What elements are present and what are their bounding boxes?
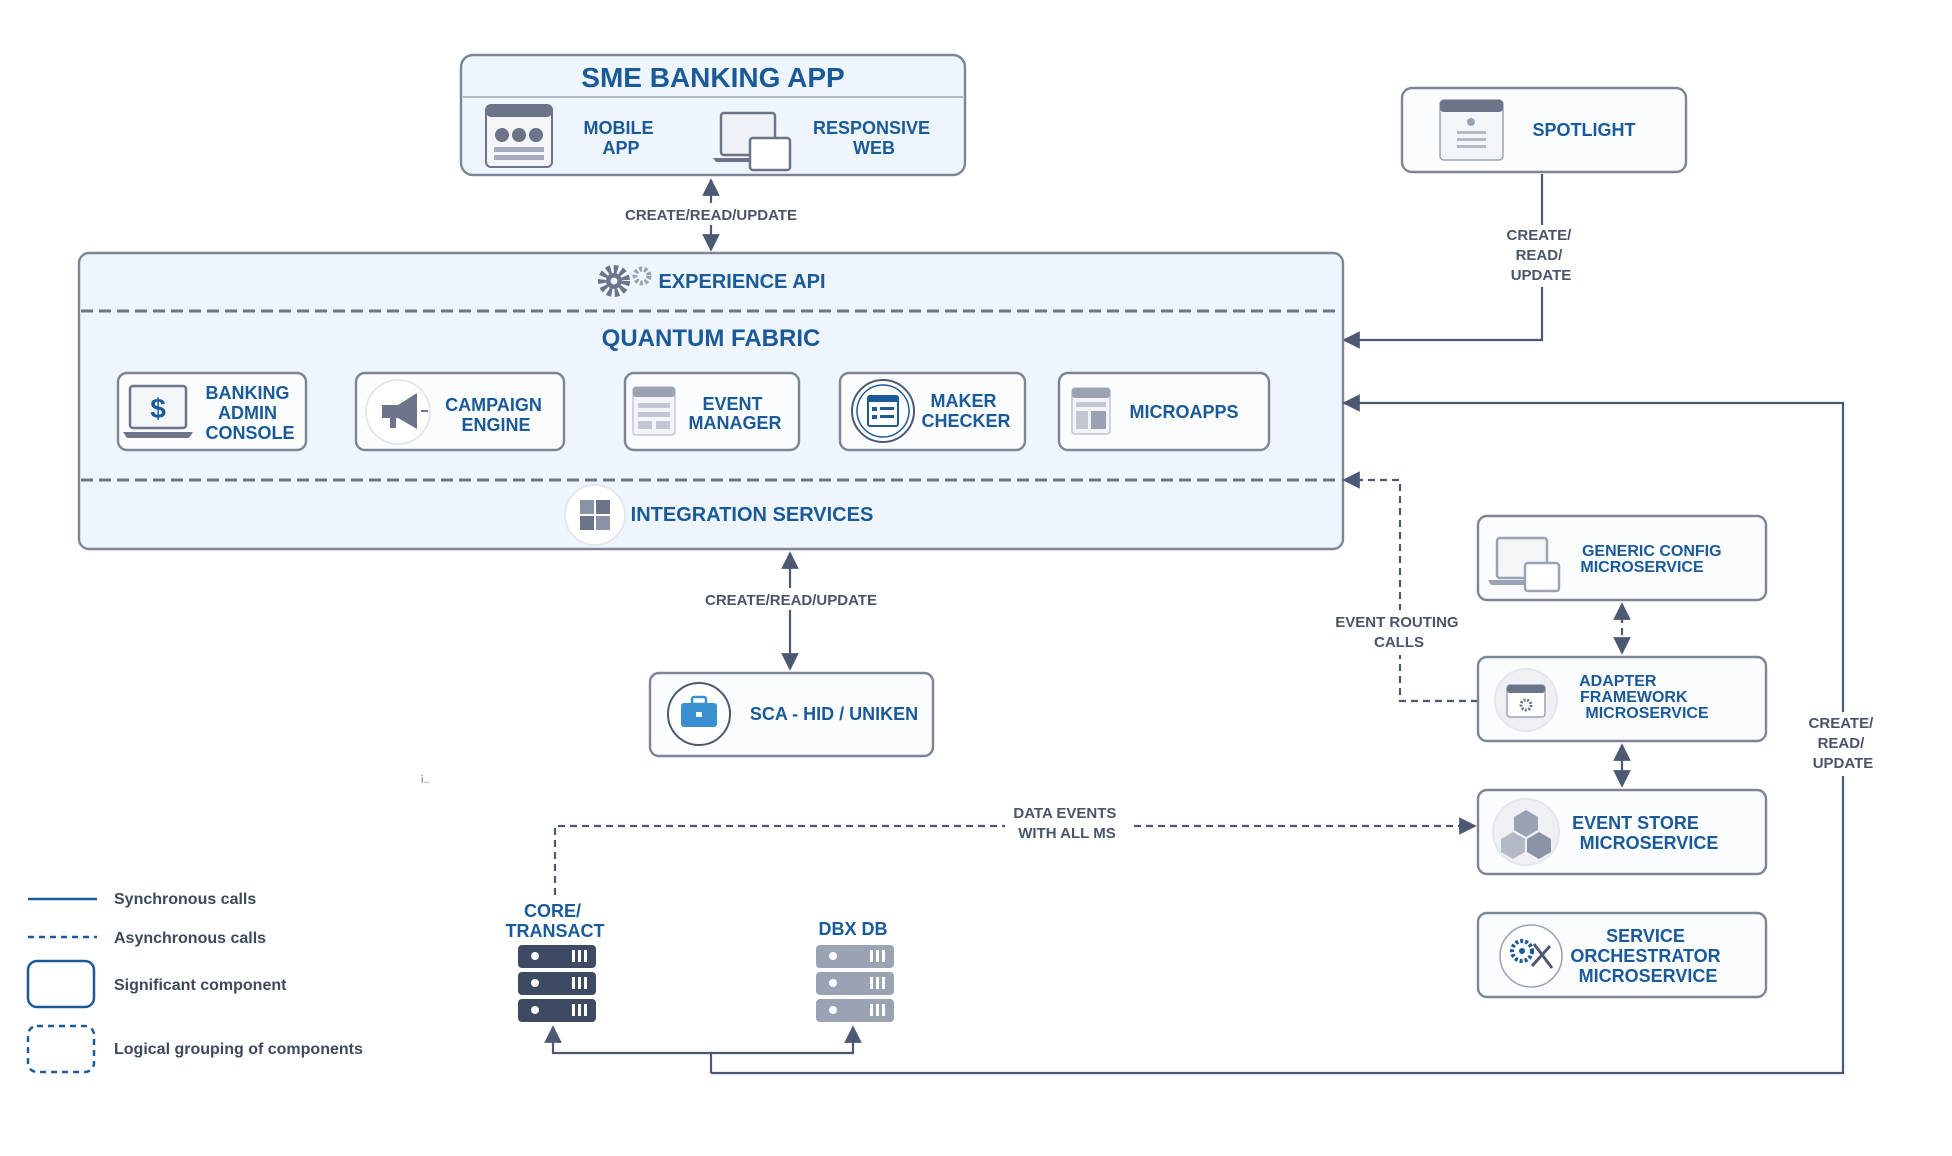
legend-significant: Significant component bbox=[114, 977, 287, 994]
generic-config-microservice: GENERIC CONFIG MICROSERVICE bbox=[1476, 514, 1768, 602]
laptop-dollar-icon: $ bbox=[123, 384, 193, 438]
legend: Synchronous calls Asynchronous calls Sig… bbox=[26, 891, 363, 1074]
integration-services-label: INTEGRATION SERVICES bbox=[631, 504, 874, 526]
adapter-framework-label: ADAPTER FRAMEWORK MICROSERVICE bbox=[1579, 673, 1709, 722]
campaign-engine: CAMPAIGN ENGINE bbox=[354, 371, 566, 452]
spotlight-box: SPOTLIGHT bbox=[1400, 86, 1688, 174]
sme-crud-label: CREATE/READ/UPDATE bbox=[625, 207, 797, 224]
spotlight-label: SPOTLIGHT bbox=[1533, 120, 1636, 140]
window-icon bbox=[632, 386, 676, 436]
puzzle-icon bbox=[564, 484, 626, 546]
dbx-db-label: DBX DB bbox=[818, 919, 887, 939]
gear-icon bbox=[598, 265, 652, 297]
megaphone-icon bbox=[365, 379, 431, 445]
sca-box: SCA - HID / UNIKEN bbox=[648, 671, 935, 758]
sme-app-title: SME BANKING APP bbox=[581, 62, 844, 93]
right-crud-label: CREATE/ READ/ UPDATE bbox=[1809, 715, 1878, 772]
maker-checker: MAKER CHECKER bbox=[838, 371, 1027, 452]
microapps: MICROAPPS bbox=[1057, 371, 1271, 452]
spotlight-icon bbox=[1439, 99, 1504, 161]
briefcase-icon bbox=[667, 682, 731, 746]
experience-api-label: EXPERIENCE API bbox=[658, 271, 825, 293]
stray-mark: i.. bbox=[421, 774, 430, 786]
db-bottom-connector bbox=[544, 1025, 862, 1055]
spotlight-crud-label: CREATE/ READ/ UPDATE bbox=[1507, 227, 1576, 284]
quantum-fabric-title: QUANTUM FABRIC bbox=[602, 325, 821, 352]
event-store-microservice: EVENT STORE MICROSERVICE bbox=[1476, 788, 1768, 876]
service-orchestrator-microservice: SERVICE ORCHESTRATOR MICROSERVICE bbox=[1476, 911, 1768, 999]
adapter-icon bbox=[1494, 668, 1558, 732]
generic-config-label: GENERIC CONFIG MICROSERVICE bbox=[1580, 543, 1726, 576]
server-stack-icon bbox=[518, 945, 596, 1022]
server-stack-icon bbox=[816, 945, 894, 1022]
tools-icon bbox=[1499, 924, 1563, 988]
svg-text:BANKING ADMIN: BANKING ADMIN CONSOLE bbox=[205, 383, 294, 443]
sme-banking-app-box: SME BANKING APP MOBILE APP RESPONSIVE WE… bbox=[459, 53, 967, 177]
microapps-icon bbox=[1071, 387, 1111, 435]
core-transact-label: CORE/ TRANSACT bbox=[506, 901, 605, 941]
responsive-web-icon bbox=[713, 111, 792, 172]
event-routing-label: EVENT ROUTING CALLS bbox=[1335, 614, 1463, 651]
campaign-engine-label: CAMPAIGN ENGINE bbox=[445, 395, 547, 435]
event-manager-label: EVENT MANAGER bbox=[689, 394, 782, 433]
adapter-framework-microservice: ADAPTER FRAMEWORK MICROSERVICE bbox=[1476, 655, 1768, 743]
monitor-icon bbox=[1488, 536, 1561, 593]
mobile-app-label: MOBILE APP bbox=[583, 118, 658, 158]
event-manager: EVENT MANAGER bbox=[623, 371, 801, 452]
banking-admin-console: $ BANKING ADMIN CONSOLE bbox=[116, 371, 308, 452]
svg-text:$: $ bbox=[150, 393, 166, 424]
legend-async: Asynchronous calls bbox=[114, 930, 266, 947]
microapps-label: MICROAPPS bbox=[1129, 402, 1238, 422]
core-transact-db: CORE/ TRANSACT bbox=[506, 901, 605, 1022]
responsive-web-label: RESPONSIVE WEB bbox=[813, 118, 935, 158]
data-events-label: DATA EVENTS WITH ALL MS bbox=[1013, 805, 1120, 842]
maker-checker-label: MAKER CHECKER bbox=[921, 391, 1010, 431]
checklist-icon bbox=[851, 379, 915, 443]
banking-admin-label: BANKING bbox=[205, 383, 289, 403]
dbx-db: DBX DB bbox=[816, 919, 894, 1022]
event-store-label: EVENT STORE MICROSERVICE bbox=[1572, 813, 1718, 853]
integration-crud-label: CREATE/READ/UPDATE bbox=[705, 592, 877, 609]
cubes-icon bbox=[1492, 798, 1560, 866]
sca-label: SCA - HID / UNIKEN bbox=[750, 704, 918, 724]
service-orchestrator-label: SERVICE ORCHESTRATOR MICROSERVICE bbox=[1570, 926, 1725, 986]
event-routing-connector bbox=[1342, 471, 1478, 703]
legend-sync: Synchronous calls bbox=[114, 891, 256, 908]
mobile-app-icon bbox=[485, 104, 553, 168]
legend-logical: Logical grouping of components bbox=[114, 1041, 363, 1058]
quantum-fabric-box: EXPERIENCE API QUANTUM FABRIC $ BANKING … bbox=[77, 251, 1345, 551]
